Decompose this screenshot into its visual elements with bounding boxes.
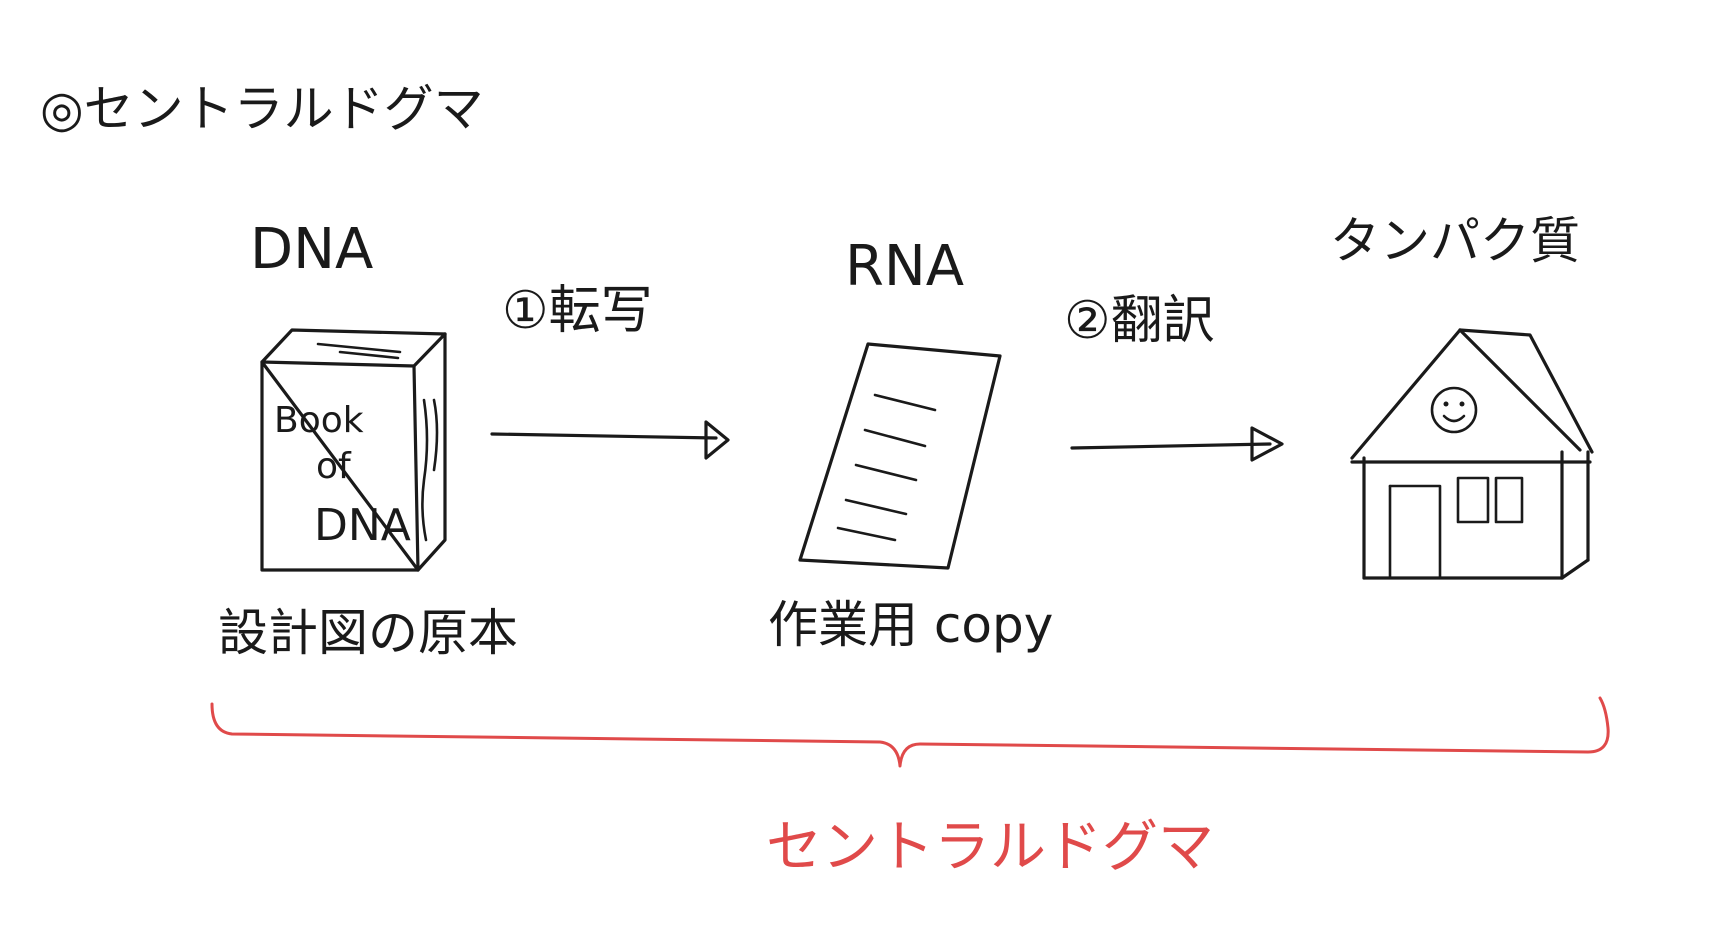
face-icon (1430, 386, 1478, 434)
node-label-dna: DNA (250, 217, 373, 282)
book-title-line-1: Book (274, 400, 364, 441)
diagram-title: ◎セントラルドグマ (40, 80, 484, 138)
node-caption-rna: 作業用 copy (768, 596, 1053, 654)
house-icon (1350, 328, 1594, 580)
brace-central-dogma (210, 696, 1610, 768)
book-icon: Book of DNA (260, 328, 447, 572)
book-title-line-2: of (316, 446, 352, 487)
node-label-rna: RNA (845, 234, 964, 299)
edge-label-translation: ②翻訳 (1064, 291, 1215, 351)
arrow-translation (1070, 426, 1284, 462)
edge-label-transcription: ①転写 (502, 281, 653, 341)
document-icon (798, 342, 1002, 570)
book-title-line-3: DNA (314, 500, 411, 551)
arrow-transcription (490, 420, 730, 460)
brace-label: セントラルドグマ (766, 815, 1214, 880)
node-label-protein: タンパク質 (1330, 212, 1580, 270)
node-caption-dna: 設計図の原本 (218, 604, 518, 662)
